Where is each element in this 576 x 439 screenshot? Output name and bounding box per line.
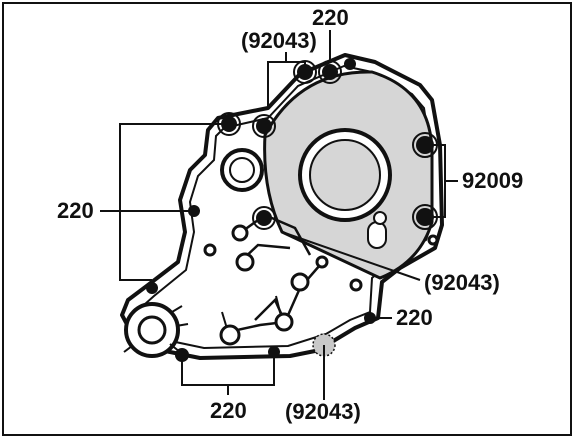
bolt-hole <box>322 64 338 80</box>
starter-boss-inner <box>137 315 167 345</box>
bolt-hole <box>146 282 158 294</box>
bolt-hole <box>256 118 272 134</box>
label-right-92043: (92043) <box>424 270 500 295</box>
central-bore-inner <box>309 139 381 211</box>
bracket-left-220 <box>119 123 229 281</box>
label-left-220: 220 <box>57 198 94 223</box>
label-top-220: 220 <box>312 5 349 30</box>
bolt-hole <box>344 58 356 70</box>
bolt-hole <box>256 210 272 226</box>
leader-right-92043 <box>281 231 421 281</box>
passage-bosses <box>203 224 439 346</box>
leader-lines <box>100 30 458 400</box>
small-plug <box>373 211 387 225</box>
label-bottom-220: 220 <box>210 398 247 423</box>
diagram-border <box>2 2 572 436</box>
bracket-bottom-220 <box>181 352 275 395</box>
label-right-92009: 92009 <box>462 168 524 193</box>
bracket-top-92043 <box>267 52 306 108</box>
starter-boss-ribs <box>123 305 189 353</box>
label-bottom-92043: (92043) <box>285 399 361 424</box>
bracket-right-92009 <box>425 144 458 218</box>
inspection-slot <box>367 221 387 249</box>
label-right-220: 220 <box>396 305 433 330</box>
label-top-92043: (92043) <box>241 28 317 53</box>
small-boss-inner <box>229 157 255 183</box>
oil-passage-1 <box>239 213 312 256</box>
